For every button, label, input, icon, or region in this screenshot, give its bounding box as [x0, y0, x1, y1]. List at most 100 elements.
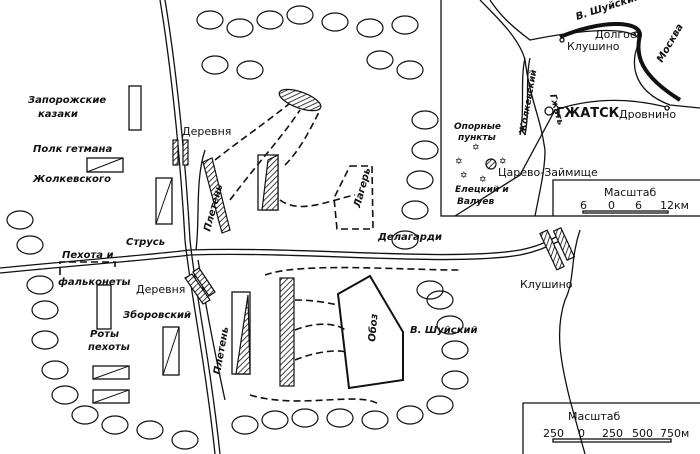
main-scale-tick: 750м [660, 427, 689, 440]
tree-cluster [286, 5, 314, 25]
star-icon: ✡ [460, 171, 468, 181]
inset-label-drovnino: Дровнино [619, 108, 676, 121]
klushino-houses [539, 229, 565, 271]
tree-cluster [256, 10, 284, 30]
russian-unit-fence [202, 157, 231, 234]
inset-scale-tick: 0 [608, 199, 615, 212]
tree-cluster [31, 300, 59, 320]
tree-cluster [361, 410, 389, 430]
star-icon: ✡ [479, 175, 487, 185]
main-scale-tick: 250 [543, 427, 564, 440]
tree-cluster [41, 360, 69, 380]
inset-scale-tick: 12км [660, 199, 689, 212]
swamp-hatched [278, 88, 322, 112]
label-zholk-2: Жолкевского [32, 174, 111, 185]
tree-cluster [136, 420, 164, 440]
label-shuisky: В. Шуйский [410, 325, 478, 336]
main-scale-tick: 250 [602, 427, 623, 440]
unit-diagonal [86, 157, 124, 173]
tree-cluster [261, 410, 289, 430]
tree-cluster [16, 235, 44, 255]
village-north-houses [172, 139, 179, 166]
delagardi-camp [333, 165, 374, 230]
unit-diagonal [92, 389, 130, 404]
inset-label-eletsky-2: Валуев [457, 197, 494, 207]
tree-cluster [396, 405, 424, 425]
tree-cluster [71, 405, 99, 425]
label-zaporozh-2: казаки [38, 109, 78, 120]
russian-unit-south-hatch [235, 294, 251, 375]
tree-cluster [26, 275, 54, 295]
infantry-falconets-dashed [59, 261, 116, 275]
tree-cluster [401, 200, 429, 220]
tree-cluster [51, 385, 79, 405]
inset-label-strongpoints-1: Опорные [454, 122, 501, 132]
label-zborovsky: Зборовский [123, 309, 191, 321]
inset-label-dolgoe: Долгое [595, 28, 637, 41]
strongpoint-center [485, 158, 497, 170]
label-infantry-falc-1: Пехота и [62, 250, 114, 261]
inset-scale-title: Масштаб [604, 186, 656, 199]
tree-cluster [366, 50, 394, 70]
inset-label-eletsky-1: Елецкий и [455, 185, 509, 195]
inset-label-klushino: Клушино [567, 40, 620, 53]
tree-cluster [411, 140, 439, 160]
unit-diagonal [92, 365, 130, 380]
dolgoe-marker [633, 31, 639, 37]
inset-label-strongpoints-2: пункты [458, 133, 496, 143]
tree-cluster [326, 408, 354, 428]
tree-cluster [231, 415, 259, 435]
inset-map: ✡ ✡ ✡ ✡ ✡ В. Шуйский Долгое Клушино Моск… [440, 0, 700, 217]
gzhatsk-marker [544, 106, 554, 116]
forest-edges [6, 5, 469, 450]
road-east-west-edge [0, 239, 563, 274]
label-camp: Лагерь [352, 167, 373, 210]
label-strus: Струсь [126, 237, 165, 248]
fence-north [195, 149, 206, 251]
stream [558, 229, 586, 454]
tree-cluster [411, 110, 439, 130]
label-rota-2: пехоты [88, 342, 130, 353]
village-south-houses [184, 273, 211, 305]
unit-diagonal [162, 326, 180, 376]
tree-cluster [441, 340, 469, 360]
road-north-south [159, 0, 216, 454]
main-scale: Масштаб 250 0 250 500 750м [522, 402, 700, 454]
main-scale-tick: 500 [632, 427, 653, 440]
tree-cluster [441, 370, 469, 390]
tree-cluster [201, 55, 229, 75]
road-north-south-edge [164, 0, 221, 454]
inset-scale-tick: 6 [635, 199, 642, 212]
attack-arrows [214, 94, 461, 406]
tree-cluster [416, 280, 444, 300]
falconet-unit [96, 284, 112, 330]
label-infantry-falc-2: фальконеты [58, 276, 131, 288]
label-rota-1: Роты [90, 329, 119, 340]
klushino-houses [552, 227, 576, 261]
tree-cluster [406, 170, 434, 190]
tree-cluster [391, 230, 419, 250]
label-klushino: Клушино [520, 278, 573, 291]
russian-unit-north-hatch [261, 154, 279, 211]
tree-cluster [426, 395, 454, 415]
drovnino-marker [664, 105, 670, 111]
tree-cluster [196, 10, 224, 30]
star-icon: ✡ [472, 143, 480, 153]
unit-diagonal [155, 177, 173, 225]
russian-line-front [279, 277, 295, 387]
tree-cluster [171, 430, 199, 450]
tree-cluster [291, 408, 319, 428]
road-east-west [0, 234, 561, 269]
star-icon: ✡ [499, 157, 507, 167]
tree-cluster [226, 18, 254, 38]
label-delagardi: Делагарди [377, 232, 442, 243]
main-scale-tick: 0 [578, 427, 585, 440]
tree-cluster [6, 210, 34, 230]
klushino-marker [559, 37, 565, 43]
tree-cluster [321, 12, 349, 32]
inset-scale-tick: 6 [580, 199, 587, 212]
inset-label-tsarevo: Царево-Займище [498, 166, 598, 179]
tree-cluster [426, 290, 454, 310]
main-scale-title: Масштаб [568, 410, 620, 423]
